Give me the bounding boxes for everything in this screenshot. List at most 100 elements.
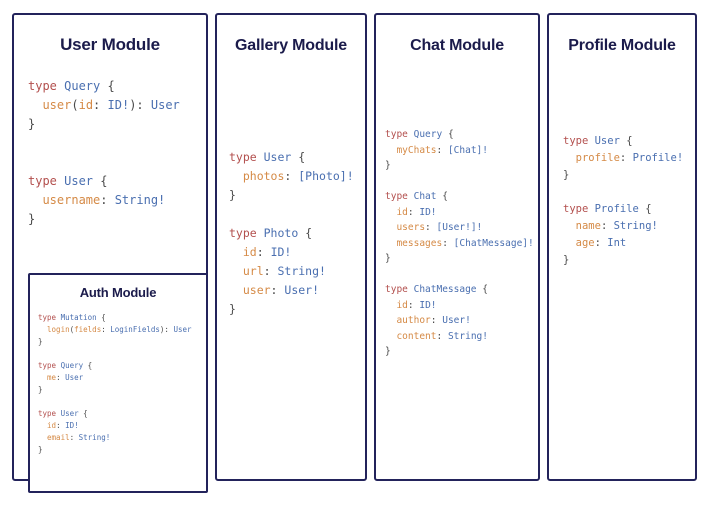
code-token-punctuation: { <box>100 79 115 93</box>
code-token-punctuation: : <box>284 169 299 183</box>
code-token-punctuation: { <box>298 226 313 240</box>
code-token-type-name: Mutation <box>60 313 97 322</box>
code-token-field-name: login <box>38 325 70 334</box>
code-token-type-name: Photo <box>263 226 299 240</box>
module-code-profile: type User { profile: Profile!}type Profi… <box>563 133 695 269</box>
code-token-type-name: Int <box>607 237 627 249</box>
code-token-field-name: id <box>229 245 257 259</box>
code-token-field-name: id <box>38 421 57 430</box>
code-token-punctuation: : <box>619 152 633 164</box>
code-token-type-name: LoginFields <box>110 325 160 334</box>
code-line: me: User <box>38 372 206 384</box>
code-token-type-name: String! <box>277 264 326 278</box>
code-token-keyword: type <box>28 79 65 93</box>
code-blank-line <box>385 174 538 190</box>
module-card-auth[interactable]: Auth Module type Mutation { login(fields… <box>28 273 208 493</box>
module-card-user[interactable]: User Module type Query { user(id: ID!): … <box>12 13 208 493</box>
code-line: age: Int <box>563 235 695 252</box>
code-blank-line <box>385 267 538 283</box>
module-title-user: User Module <box>60 35 160 54</box>
module-code-auth: type Mutation { login(fields: LoginField… <box>38 312 206 456</box>
code-token-type-name: String! <box>78 433 111 442</box>
code-line: } <box>38 444 206 456</box>
code-token-type-name: ID! <box>270 245 292 259</box>
code-line: name: String! <box>563 218 695 235</box>
code-line: myChats: [Chat]! <box>385 143 538 159</box>
code-line: user(id: ID!): User <box>28 96 206 115</box>
code-token-punctuation: : <box>93 98 108 112</box>
code-token-type-name: User! <box>284 283 320 297</box>
code-token-punctuation: } <box>385 160 391 171</box>
code-token-punctuation: { <box>96 313 106 322</box>
code-line: type Mutation { <box>38 312 206 324</box>
code-line: author: User! <box>385 313 538 329</box>
code-line: id: ID! <box>385 205 538 221</box>
code-line: type Query { <box>385 127 538 143</box>
code-token-field-name: users <box>385 222 426 233</box>
code-token-type-name: ID! <box>65 421 79 430</box>
code-token-type-name: ID! <box>419 206 437 218</box>
code-line: } <box>385 251 538 267</box>
code-line: type User { <box>563 133 695 150</box>
code-token-type-name: [ChatMessage]! <box>453 237 534 249</box>
code-token-punctuation: : <box>436 144 448 156</box>
code-token-keyword: type <box>563 135 595 147</box>
code-token-punctuation: : <box>600 220 614 232</box>
code-token-field-name: me <box>38 373 57 382</box>
code-token-field-name: user <box>229 283 271 297</box>
module-card-profile[interactable]: Profile Module type User { profile: Prof… <box>547 13 697 481</box>
code-token-field-name: author <box>385 315 431 326</box>
code-token-punctuation: { <box>638 203 652 215</box>
code-blank-line <box>28 134 206 153</box>
code-token-punctuation: : <box>594 237 608 249</box>
code-token-punctuation: ): <box>129 98 151 112</box>
code-token-punctuation: : <box>256 245 271 259</box>
code-line: } <box>38 336 206 348</box>
code-token-type-name: Profile! <box>632 152 684 164</box>
code-token-keyword: type <box>385 129 414 140</box>
code-line: } <box>385 158 538 174</box>
code-token-punctuation: { <box>476 284 488 295</box>
code-token-type-name: Chat <box>413 191 437 202</box>
code-token-punctuation: } <box>563 254 570 266</box>
code-token-punctuation: { <box>619 135 633 147</box>
code-token-punctuation: } <box>385 346 391 357</box>
code-token-punctuation: : <box>425 222 437 233</box>
code-line: type ChatMessage { <box>385 282 538 298</box>
code-line: id: ID! <box>229 243 365 262</box>
code-line: type Query { <box>38 360 206 372</box>
code-line: id: ID! <box>38 420 206 432</box>
code-token-keyword: type <box>38 361 61 370</box>
module-card-gallery[interactable]: Gallery Module type User { photos: [Phot… <box>215 13 367 481</box>
code-token-keyword: type <box>563 203 595 215</box>
code-token-keyword: type <box>385 191 414 202</box>
code-token-keyword: type <box>38 409 61 418</box>
code-line: } <box>28 115 206 134</box>
code-token-punctuation: } <box>38 445 43 454</box>
code-token-type-name: User! <box>442 315 471 326</box>
code-token-keyword: type <box>38 313 61 322</box>
code-token-punctuation: } <box>385 253 391 264</box>
code-token-field-name: id <box>385 299 408 311</box>
code-token-field-name: id <box>385 206 408 218</box>
code-line: } <box>229 186 365 205</box>
code-token-type-name: String! <box>613 220 658 232</box>
module-code-gallery: type User { photos: [Photo]!}type Photo … <box>229 148 365 319</box>
code-line: type Query { <box>28 77 206 96</box>
module-card-chat[interactable]: Chat Module type Query { myChats: [Chat]… <box>374 13 540 481</box>
code-token-punctuation: : <box>100 193 115 207</box>
code-token-punctuation: { <box>78 409 88 418</box>
code-token-field-name: fields <box>74 325 102 334</box>
code-token-punctuation: } <box>38 337 43 346</box>
code-token-punctuation: : <box>407 299 420 311</box>
code-line: } <box>385 344 538 360</box>
code-token-type-name: Query <box>64 79 101 93</box>
code-token-punctuation: { <box>93 174 108 188</box>
code-token-punctuation: { <box>442 129 454 140</box>
code-line: login(fields: LoginFields): User <box>38 324 206 336</box>
code-token-type-name: String! <box>447 330 488 342</box>
code-token-keyword: type <box>229 226 264 240</box>
code-token-field-name: myChats <box>385 144 437 156</box>
code-token-punctuation: ): <box>159 325 174 334</box>
code-token-type-name: User <box>263 150 292 164</box>
